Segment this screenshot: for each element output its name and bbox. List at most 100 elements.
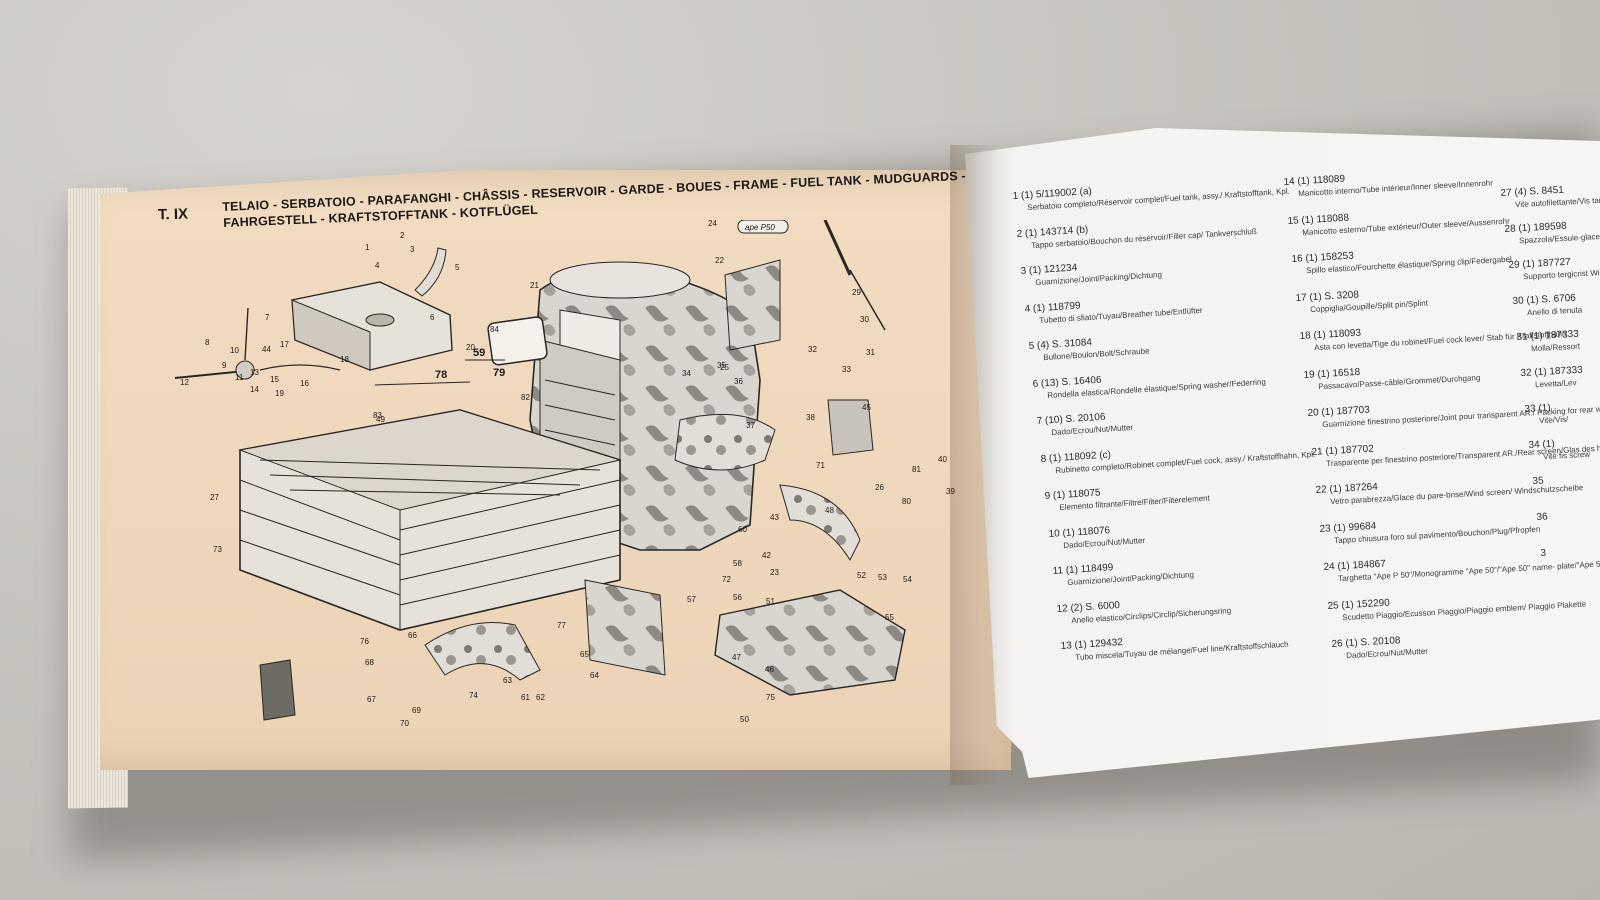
rear-window xyxy=(487,316,548,366)
callout-19: 19 xyxy=(275,389,284,398)
group-label-79: 79 xyxy=(493,367,505,379)
callout-2: 2 xyxy=(400,231,405,240)
part-number: 27 (4) S. 8451 xyxy=(1500,184,1565,199)
callout-66: 66 xyxy=(408,631,417,640)
callout-77: 77 xyxy=(557,621,566,630)
callout-28: 28 xyxy=(850,220,859,222)
callout-7: 7 xyxy=(265,313,270,322)
callout-80: 80 xyxy=(902,497,911,506)
part-entry: 34 (1)Vite fis screw xyxy=(1528,432,1590,462)
callout-6: 6 xyxy=(430,313,435,322)
callout-14: 14 xyxy=(250,385,259,394)
callout-10: 10 xyxy=(230,346,239,355)
callout-65: 65 xyxy=(580,650,589,659)
wiper-arm xyxy=(849,269,886,331)
part-number: 3 xyxy=(1540,547,1547,559)
callout-46: 46 xyxy=(765,665,774,674)
callout-60: 60 xyxy=(738,525,747,534)
callout-47: 47 xyxy=(732,653,741,662)
callout-70: 70 xyxy=(400,719,409,728)
callout-55: 55 xyxy=(885,613,894,622)
part-number: 12 (2) S. 6000 xyxy=(1056,599,1121,615)
part-number: 8 (1) 118092 (c) xyxy=(1040,449,1112,465)
part-number: 36 xyxy=(1536,511,1548,523)
callout-35: 35 xyxy=(717,361,726,370)
callout-68: 68 xyxy=(365,658,374,667)
part-number: 25 (1) 152290 xyxy=(1327,597,1391,612)
callout-81: 81 xyxy=(912,465,921,474)
fuel-cock-assembly xyxy=(174,307,341,380)
callout-15: 15 xyxy=(270,375,279,384)
callout-48: 48 xyxy=(825,506,834,515)
part-number: 6 (13) S. 16406 xyxy=(1032,374,1102,390)
part-entry: 36 xyxy=(1536,506,1551,525)
floor-panel xyxy=(584,579,666,676)
part-number: 31 (1) 187333 xyxy=(1516,328,1580,343)
callout-75: 75 xyxy=(766,693,775,702)
callout-52: 52 xyxy=(857,571,866,580)
callout-20: 20 xyxy=(466,343,475,352)
callout-17: 17 xyxy=(280,340,289,349)
part-number: 20 (1) 187703 xyxy=(1307,404,1371,419)
part-number: 28 (1) 189598 xyxy=(1504,220,1568,235)
part-number: 9 (1) 118075 xyxy=(1044,487,1101,502)
part-number: 33 (1) xyxy=(1524,402,1551,415)
windscreen xyxy=(724,259,781,351)
part-entry: 33 (1)Vite/Vis/ xyxy=(1524,397,1568,426)
callout-25: 25 xyxy=(720,363,729,372)
callout-67: 67 xyxy=(367,695,376,704)
callout-33: 33 xyxy=(842,365,851,374)
callout-62: 62 xyxy=(536,693,545,702)
tool-bracket xyxy=(827,399,874,456)
oil-can xyxy=(259,659,296,721)
callout-74: 74 xyxy=(469,691,478,700)
callout-63: 63 xyxy=(503,676,512,685)
callout-56: 56 xyxy=(733,593,742,602)
right-page xyxy=(965,128,1600,778)
cargo-bed xyxy=(238,409,622,631)
callout-57: 57 xyxy=(687,595,696,604)
callout-23: 23 xyxy=(770,568,779,577)
part-number: 16 (1) 158253 xyxy=(1291,250,1355,265)
callout-11: 11 xyxy=(235,373,244,382)
callout-27: 27 xyxy=(210,493,219,502)
callout-13: 13 xyxy=(250,368,259,377)
callout-32: 32 xyxy=(808,345,817,354)
battery-box xyxy=(714,589,906,696)
callout-84: 84 xyxy=(490,325,499,334)
callout-69: 69 xyxy=(412,706,421,715)
callout-34: 34 xyxy=(682,369,691,378)
callout-31: 31 xyxy=(866,348,875,357)
callout-54: 54 xyxy=(903,575,912,584)
callout-3: 3 xyxy=(410,245,415,254)
callout-38: 38 xyxy=(806,413,815,422)
callout-5: 5 xyxy=(455,263,460,272)
group-label-78: 78 xyxy=(435,369,447,381)
callout-45: 45 xyxy=(862,403,871,412)
callout-40: 40 xyxy=(938,455,947,464)
part-number: 14 (1) 118089 xyxy=(1283,173,1346,188)
part-number: 18 (1) 118093 xyxy=(1299,327,1362,342)
wiper-blade xyxy=(823,219,852,276)
part-entry: 3 xyxy=(1540,542,1555,561)
part-number: 23 (1) 99684 xyxy=(1319,520,1377,535)
part-number: 15 (1) 118088 xyxy=(1287,212,1350,227)
callout-39: 39 xyxy=(946,487,955,496)
callout-64: 64 xyxy=(590,671,599,680)
ape-emblem-text: ape P50 xyxy=(745,223,775,232)
callout-30: 30 xyxy=(860,315,869,324)
callout-42: 42 xyxy=(762,551,771,560)
callout-71: 71 xyxy=(816,461,825,470)
callout-21: 21 xyxy=(530,281,539,290)
callout-36: 36 xyxy=(734,377,743,386)
callout-83: 83 xyxy=(373,411,382,420)
book-gutter xyxy=(950,145,1020,785)
callout-50: 50 xyxy=(740,715,749,724)
